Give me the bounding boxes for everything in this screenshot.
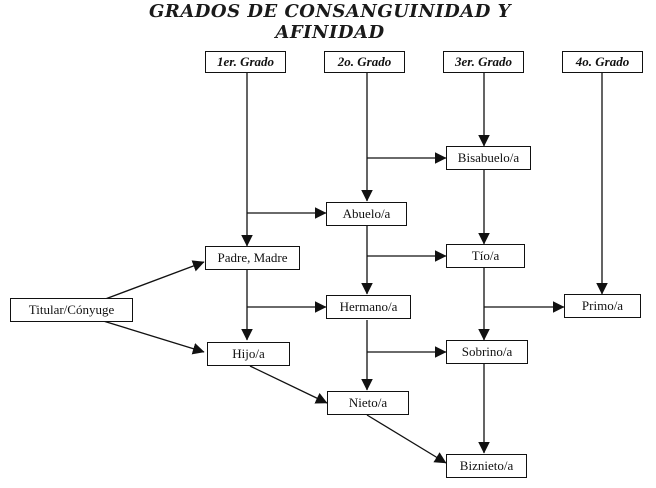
hijo-to-nieto [249, 365, 328, 404]
node-padre: Padre, Madre [205, 246, 300, 270]
grade-3-header: 3er. Grado [443, 51, 524, 73]
diagram-title: GRADOS DE CONSANGUINIDAD Y AFINIDAD [149, 1, 511, 43]
grade-1-header: 1er. Grado [205, 51, 286, 73]
node-abuelo: Abuelo/a [326, 202, 407, 226]
node-tio: Tío/a [446, 244, 525, 268]
node-sobrino: Sobrino/a [446, 340, 528, 364]
grade-2-header: 2o. Grado [324, 51, 405, 73]
node-primo: Primo/a [564, 294, 641, 318]
grade-4-header: 4o. Grado [562, 51, 643, 73]
node-hijo: Hijo/a [207, 342, 290, 366]
titular-to-padre [99, 260, 205, 302]
nieto-to-biznieto [366, 414, 447, 464]
titular-to-hijo [99, 319, 205, 355]
node-titular: Titular/Cónyuge [10, 298, 133, 322]
node-nieto: Nieto/a [327, 391, 409, 415]
node-hermano: Hermano/a [326, 295, 411, 319]
node-bisabuelo: Bisabuelo/a [446, 146, 531, 170]
node-biznieto: Biznieto/a [446, 454, 527, 478]
